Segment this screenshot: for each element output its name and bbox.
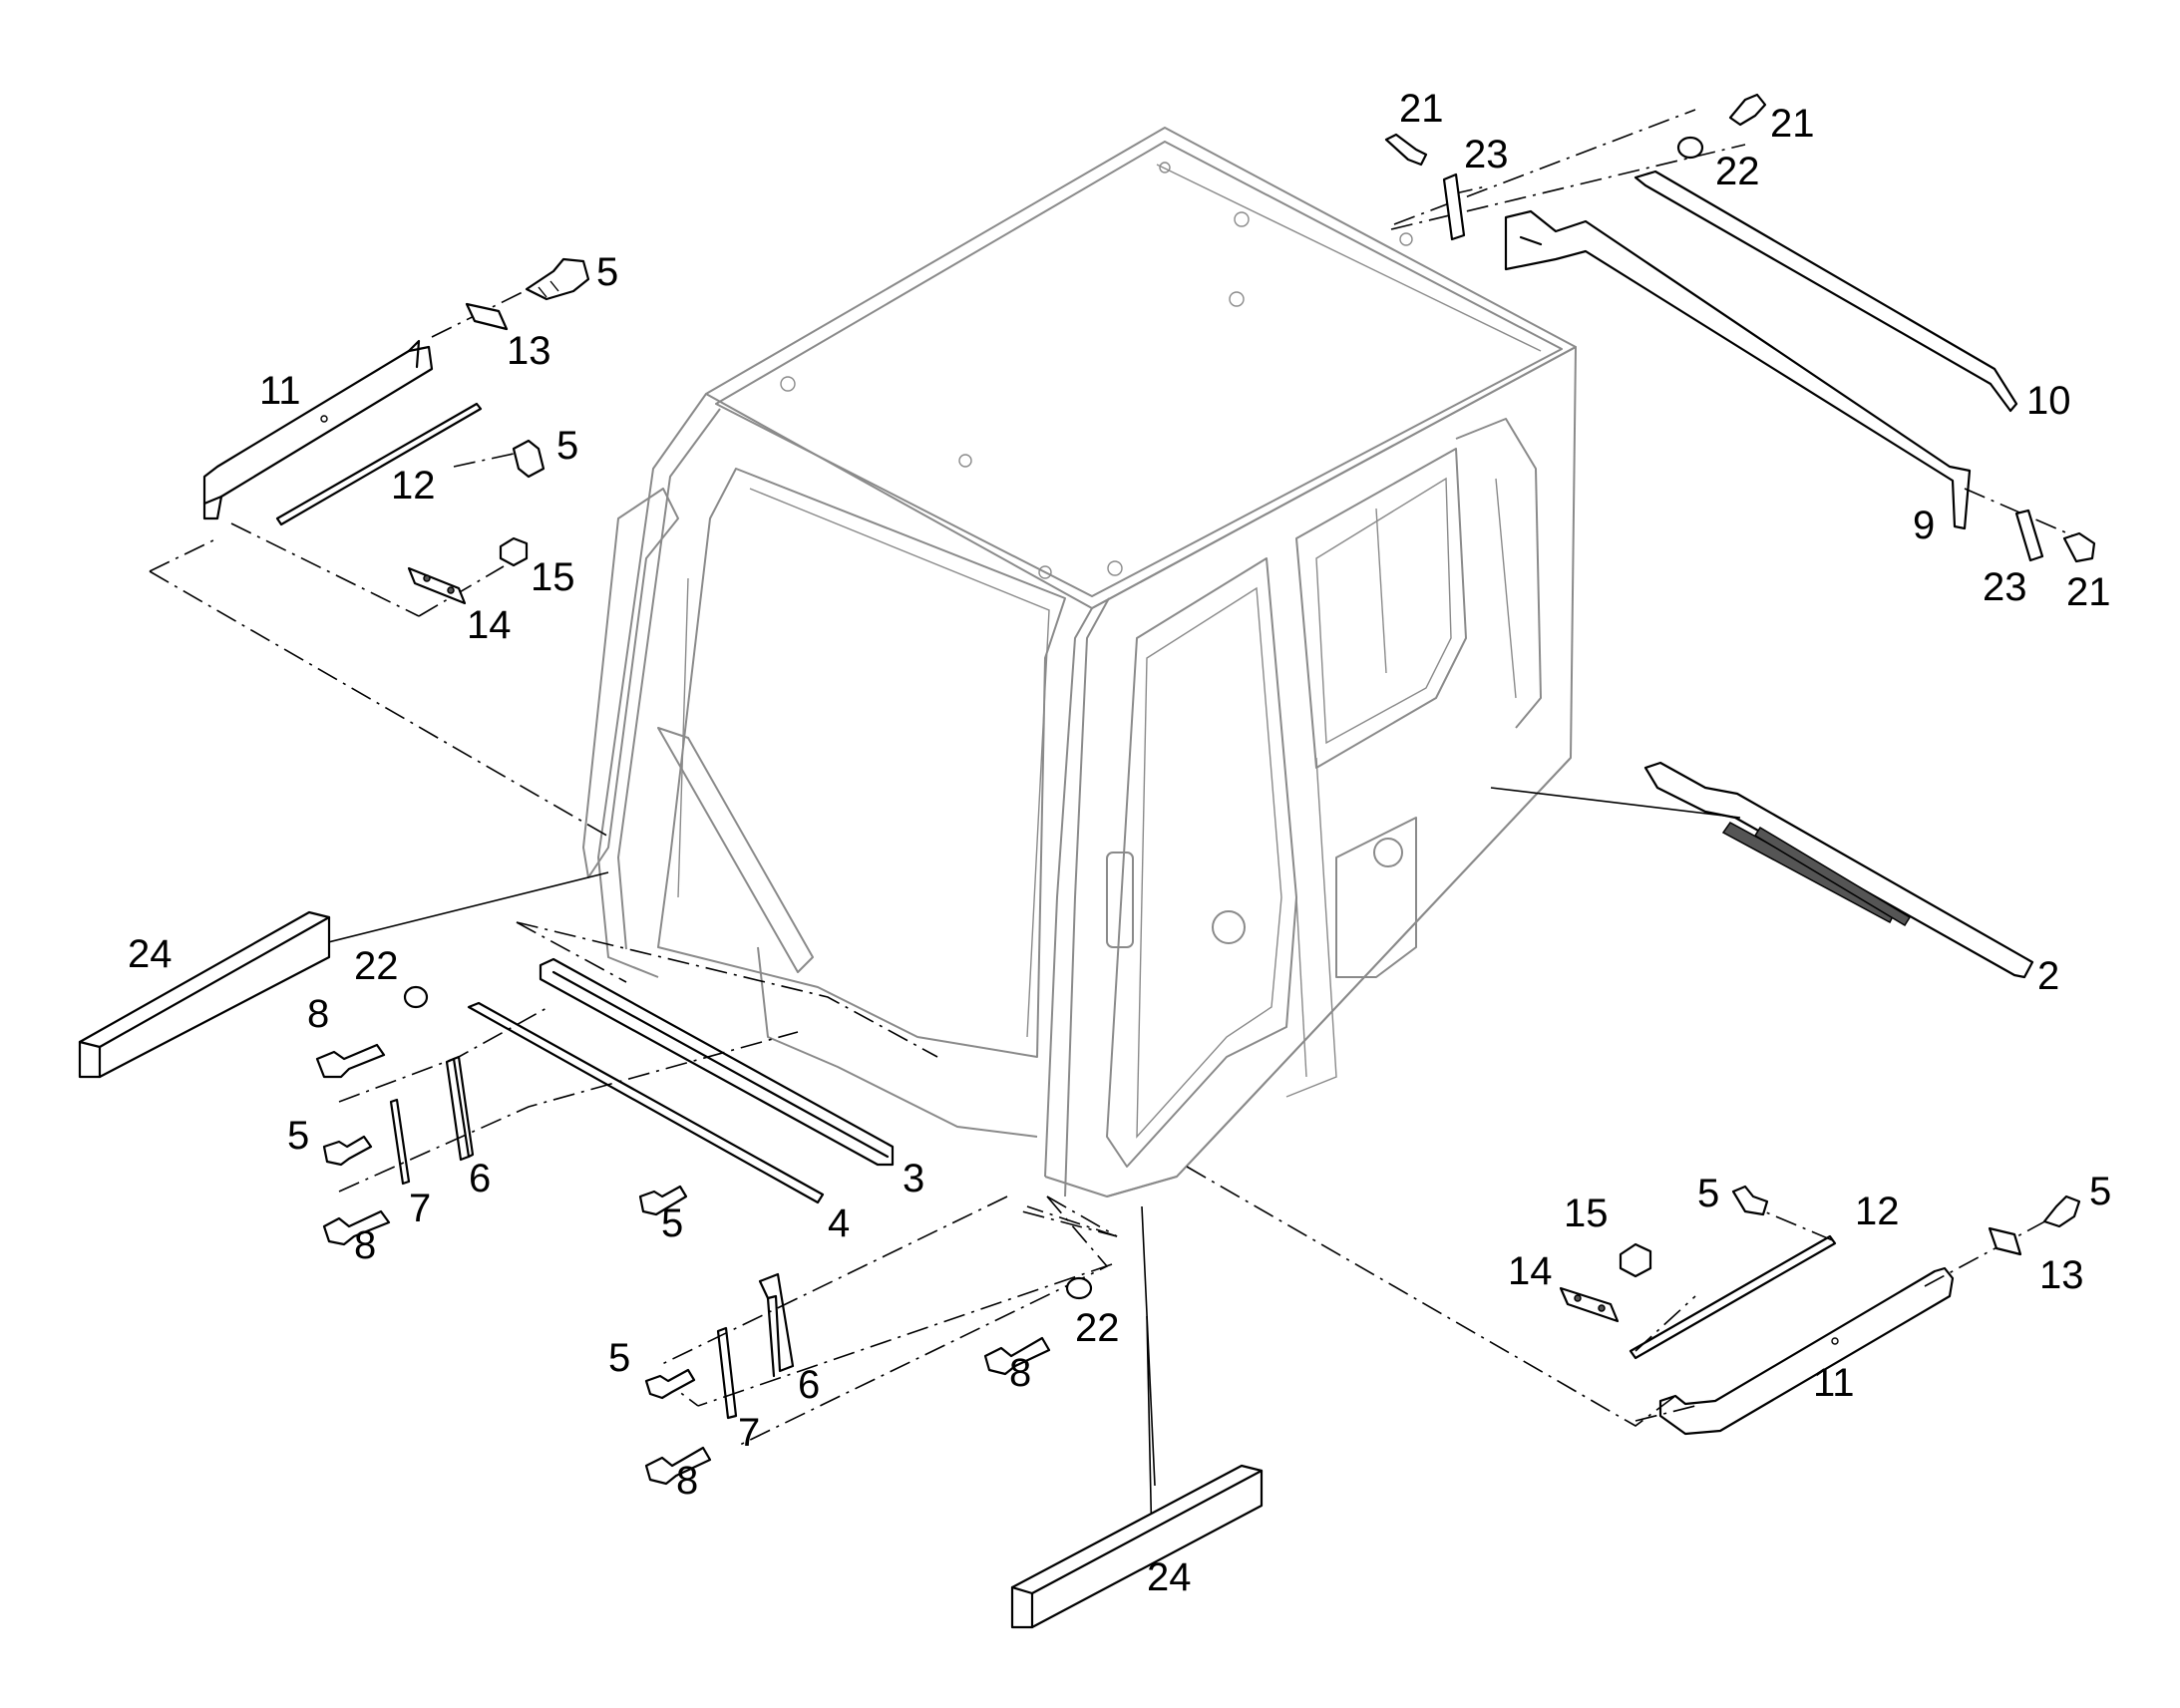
- clip-7-bottom: [716, 1326, 738, 1420]
- callout-label: 6: [469, 1157, 491, 1200]
- callout-label: 11: [259, 369, 301, 413]
- cab-body: [582, 127, 1577, 1197]
- foam-block-24-left: [78, 910, 331, 1079]
- callout-label: 24: [1147, 1555, 1192, 1599]
- plate-14-bottom-right: [1559, 1286, 1620, 1323]
- callout-label: 14: [1508, 1249, 1553, 1293]
- bolt-21-top-right: [1728, 93, 1767, 127]
- callout-label: 5: [287, 1114, 309, 1158]
- strip-3: [539, 957, 895, 1167]
- bolt-8-left-bottom: [322, 1209, 391, 1246]
- bolt-5-bottom-right: [2042, 1195, 2081, 1228]
- callout-label: 23: [1983, 565, 2027, 609]
- plate-14-top-left: [407, 566, 467, 605]
- callout-label: 22: [1715, 150, 1760, 193]
- callout-label: 11: [1813, 1361, 1855, 1405]
- callout-labels: 5 13 11 5 12 15 14 21 23 21 22 10 9 23 2…: [128, 87, 2111, 1599]
- callout-label: 15: [531, 555, 575, 599]
- callout-label: 14: [467, 603, 512, 647]
- washer-22-top: [1676, 136, 1704, 160]
- callout-label: 8: [676, 1459, 698, 1503]
- bar-10-top-right: [1634, 170, 2018, 413]
- callout-label: 4: [828, 1201, 850, 1245]
- callout-label: 22: [1075, 1306, 1120, 1350]
- bolt-8-bottom-right: [983, 1336, 1051, 1376]
- bolt-5-bottom: [644, 1368, 696, 1400]
- callout-label: 23: [1464, 133, 1509, 176]
- bolt-5-mid-left: [512, 439, 545, 479]
- callout-label: 22: [354, 944, 399, 988]
- callout-label: 8: [354, 1223, 376, 1267]
- callout-label: 8: [1009, 1351, 1031, 1395]
- callout-label: 12: [391, 464, 436, 508]
- leader-lines: [235, 787, 1741, 1546]
- bolt-21-right: [2062, 531, 2096, 563]
- bolt-21-top-left: [1384, 133, 1428, 167]
- callout-label: 10: [2026, 379, 2071, 423]
- nut-15-top-left: [499, 536, 529, 567]
- plate-13-bottom-right: [1988, 1226, 2022, 1256]
- bracket-11-top-left: [202, 339, 434, 520]
- bolt-5-bottom-right-mid: [1731, 1185, 1769, 1216]
- clip-6-bottom: [758, 1272, 795, 1378]
- strip-12-bottom-right: [1629, 1234, 1837, 1360]
- link-23-top: [1442, 172, 1466, 241]
- callout-label: 2: [2037, 954, 2059, 998]
- callout-label: 8: [307, 992, 329, 1036]
- callout-label: 5: [556, 424, 578, 468]
- strip-12-top-left: [275, 402, 483, 526]
- callout-label: 7: [409, 1187, 431, 1230]
- callout-label: 5: [2089, 1170, 2111, 1213]
- callout-label: 7: [738, 1411, 760, 1455]
- bracket-11-bottom-right: [1658, 1266, 1955, 1436]
- callout-label: 3: [903, 1157, 924, 1200]
- clip-6-left: [445, 1055, 475, 1162]
- foam-block-24-bottom: [1010, 1464, 1264, 1629]
- bolt-8-bottom: [644, 1446, 712, 1486]
- callout-label: 21: [1770, 102, 1815, 146]
- assembly-lines: [149, 109, 2080, 1447]
- bracket-9-top-right: [1504, 209, 1972, 530]
- clip-7-left: [389, 1098, 411, 1186]
- callout-label: 21: [2066, 570, 2111, 614]
- callout-label: 13: [2039, 1253, 2084, 1297]
- bolt-5-center: [638, 1185, 688, 1216]
- callout-label: 5: [608, 1336, 630, 1380]
- step-plate-2: [1643, 761, 2034, 979]
- washer-22-left: [403, 985, 429, 1009]
- callout-label: 5: [661, 1201, 683, 1245]
- bolt-8-left-top: [315, 1043, 386, 1079]
- callout-label: 13: [507, 329, 551, 373]
- bolt-5-left: [322, 1135, 373, 1167]
- callout-label: 5: [596, 250, 618, 294]
- strip-4: [467, 1001, 825, 1204]
- nut-15-bottom-right: [1619, 1242, 1652, 1278]
- callout-label: 12: [1855, 1190, 1900, 1233]
- callout-label: 21: [1399, 87, 1444, 131]
- link-23-right: [2014, 509, 2044, 562]
- callout-label: 6: [798, 1363, 820, 1407]
- bolt-5-top-left: [525, 257, 590, 301]
- callout-label: 5: [1697, 1172, 1719, 1215]
- washer-22-bottom: [1065, 1276, 1093, 1300]
- callout-label: 9: [1913, 504, 1935, 547]
- callout-label: 15: [1564, 1192, 1609, 1235]
- callout-label: 24: [128, 932, 173, 976]
- plate-13-top-left: [465, 302, 509, 331]
